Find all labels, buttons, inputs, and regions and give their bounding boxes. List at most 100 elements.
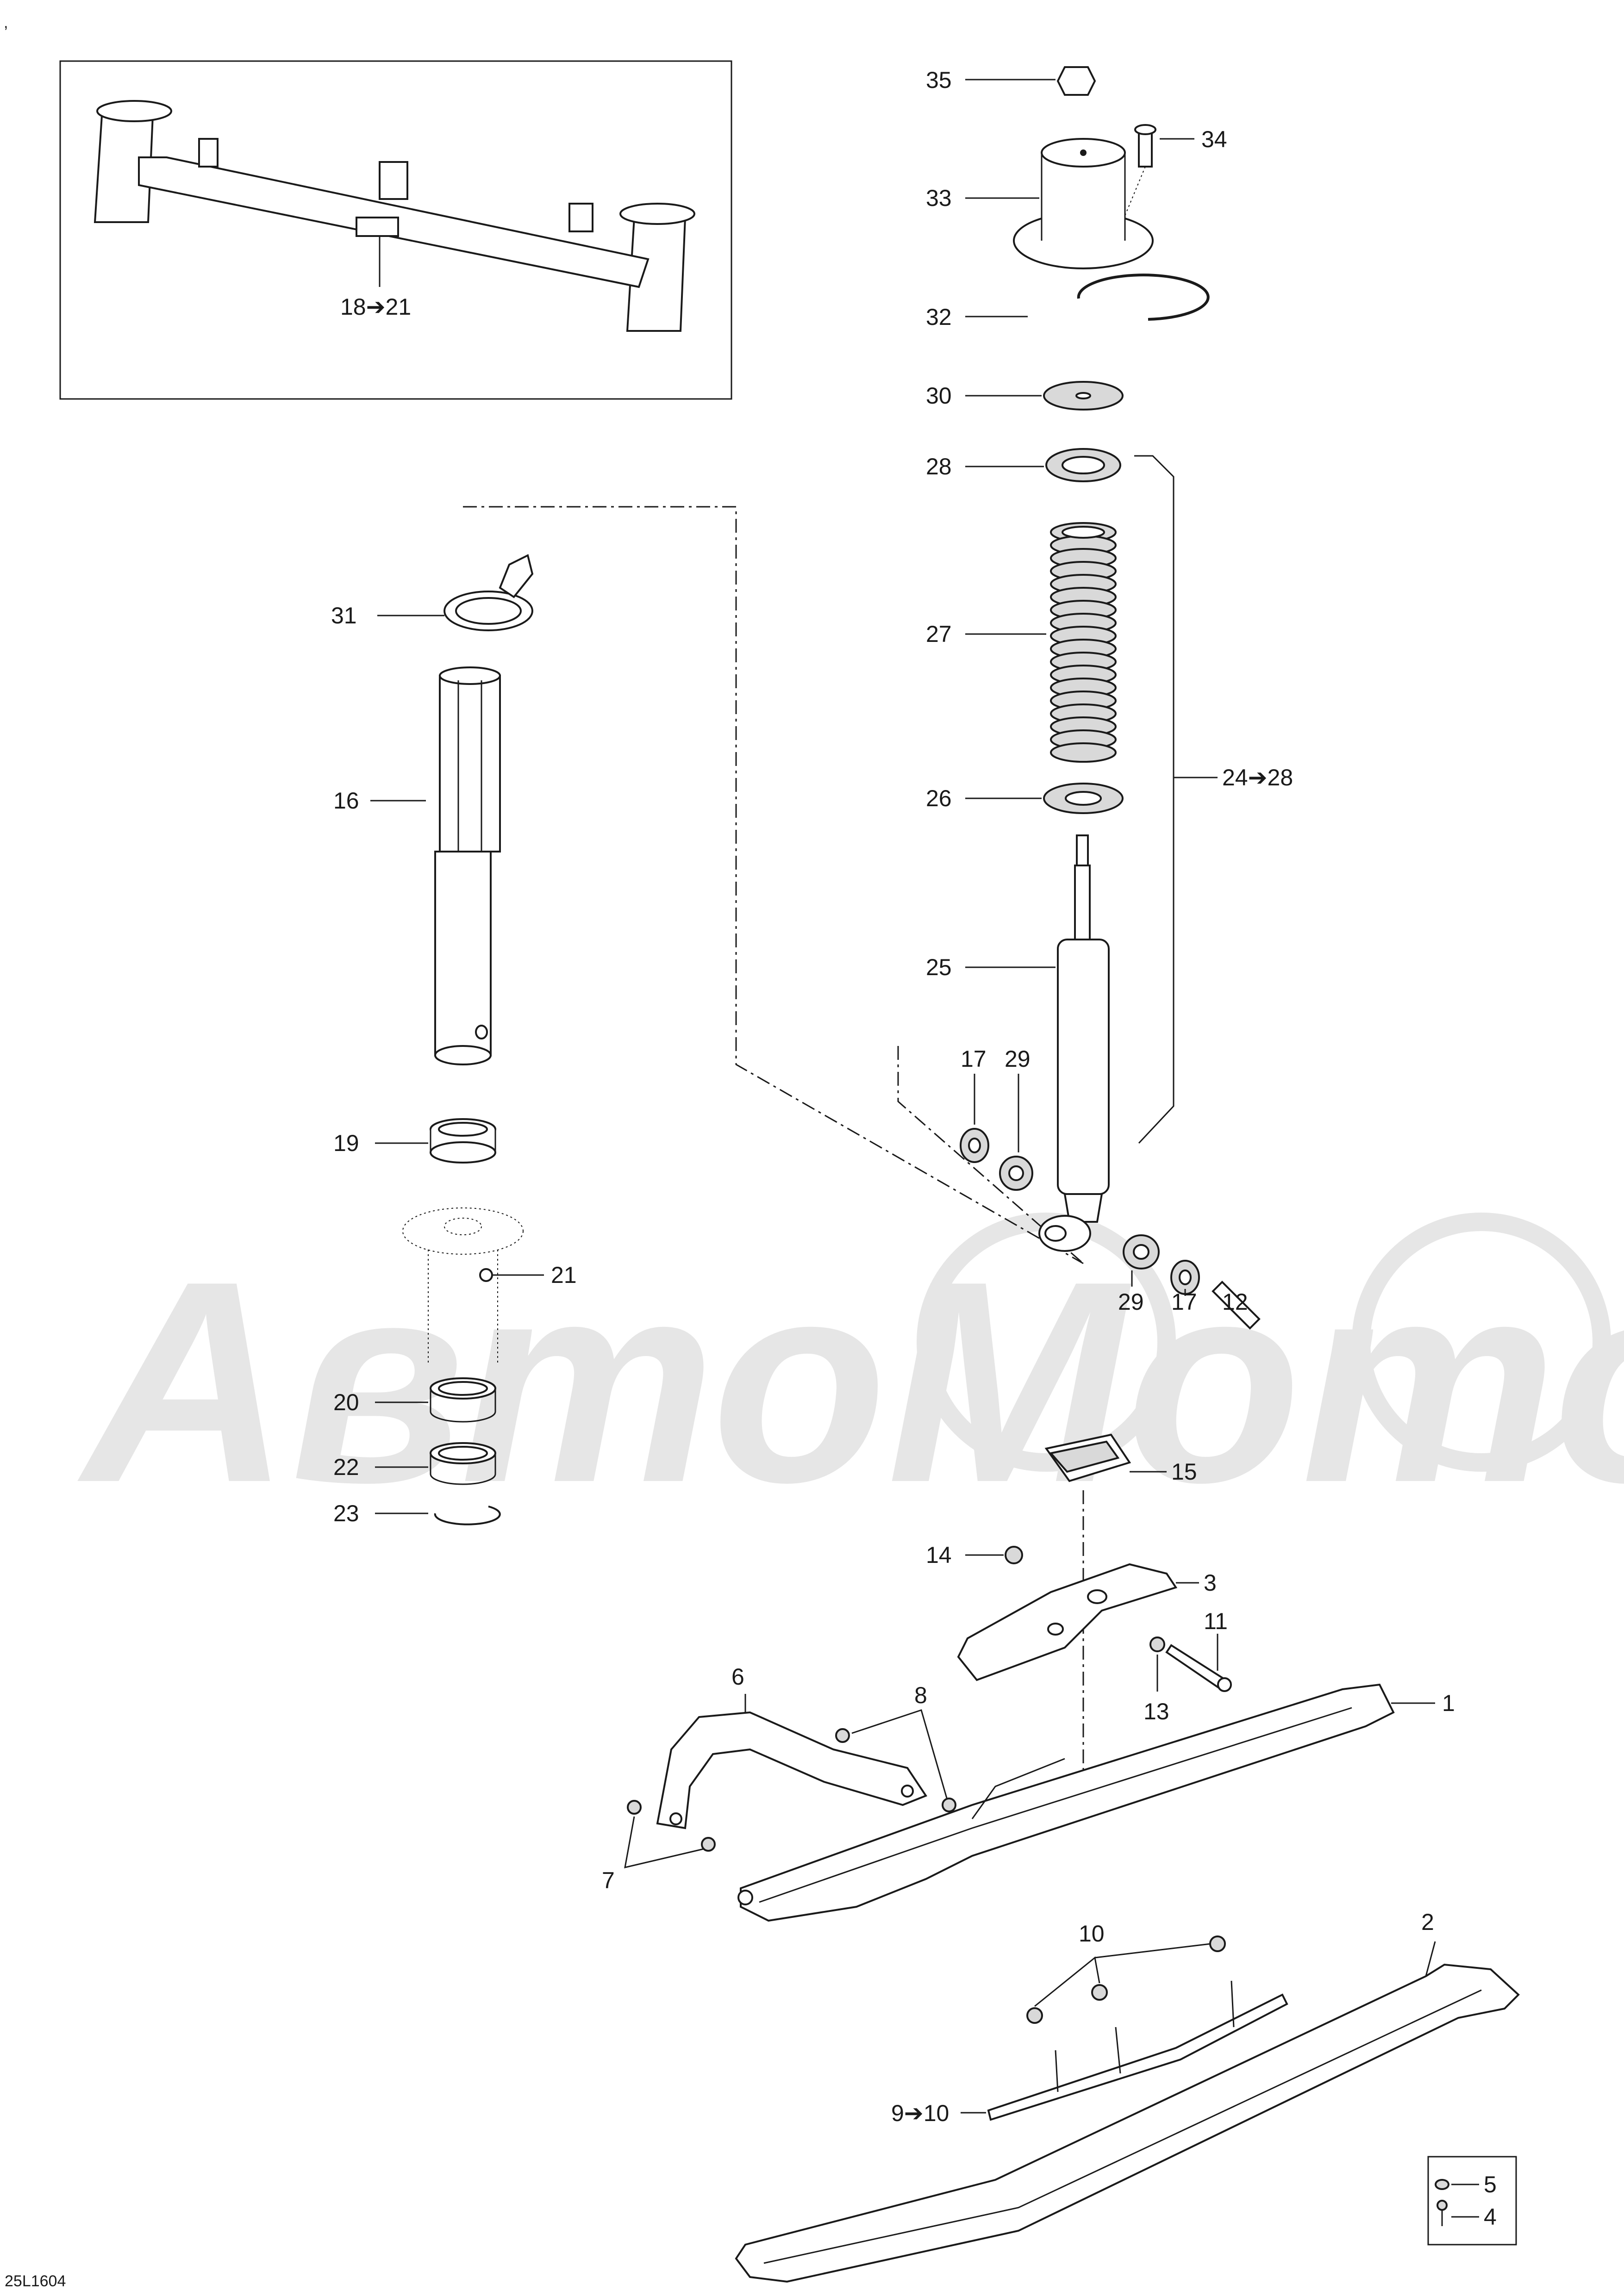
callout-25: 25 [926,954,952,980]
left-housing-top [96,100,172,122]
alignment-line [897,1046,1084,1264]
part-7-nut [701,1837,716,1852]
spring-top-opening [1062,526,1105,539]
callout-11: 11 [1204,1608,1228,1634]
part-10-nut [1091,1984,1108,2001]
callout-19: 19 [333,1130,359,1156]
part-5-clip [1435,2179,1449,2190]
part-4-screw-head [1437,2200,1448,2211]
part-35-nut [1056,66,1096,96]
part-34-bolt [1134,124,1156,168]
callout-12: 12 [1222,1289,1248,1315]
part-33-top-mount [1013,138,1154,269]
callout-28: 28 [926,454,952,479]
part-29-bushing-lower [1123,1234,1160,1269]
watermark-wheel [1352,1213,1611,1472]
callout-3: 3 [1204,1570,1217,1596]
callout-31: 31 [331,603,357,628]
callout-9-10: 9➔10 [891,2100,949,2126]
part-3-ski-saddle [957,1563,1178,1681]
part-15-wear-pad [1044,1433,1131,1482]
part-25-shock-absorber [1038,834,1110,1252]
part-20-bushing [430,1377,496,1423]
callout-27: 27 [926,621,952,647]
part-19-bushing [430,1118,496,1164]
callout-34: 34 [1201,126,1227,152]
frame-flange [402,1207,524,1365]
callout-29-lower: 29 [1118,1289,1144,1315]
callout-23: 23 [333,1500,359,1526]
part-1-ski [737,1683,1395,1922]
bracket [198,138,219,168]
part-9-carbide-runner [987,1980,1288,2121]
part-22-bushing [430,1442,496,1485]
callout-8: 8 [914,1682,927,1708]
part-23-circlip [434,1506,501,1525]
part-7-nut [627,1800,642,1815]
part-30-washer [1043,381,1124,411]
drawing-code: 25L1604 [5,2272,66,2290]
ski-assembly: 15 14 3 13 11 1 [602,1433,1520,2283]
callout-26: 26 [926,785,952,811]
callout-29-upper: 29 [1005,1046,1031,1072]
callout-13: 13 [1143,1699,1169,1724]
part-2-ski [735,1941,1520,2283]
part-11-bolt [1165,1644,1224,1688]
part-6-ski-loop [656,1711,928,1829]
bracket [568,203,593,232]
callout-21: 21 [551,1262,577,1288]
part-8-bolt [942,1798,956,1812]
part-17-washer-lower [1170,1260,1200,1295]
callout-17-lower: 17 [1171,1289,1197,1315]
watermark: АвтоМото [75,1213,1624,1542]
callout-6: 6 [731,1664,744,1690]
callout-2: 2 [1421,1909,1434,1935]
leader-line [624,1816,704,1868]
group-bracket [1134,455,1174,1144]
callout-18-21: 18➔21 [340,294,411,320]
right-housing-top [619,203,695,225]
leader-line [1034,1956,1100,2007]
alignment-line [463,506,1084,1264]
mount-bracket [356,217,399,237]
callout-16: 16 [333,788,359,814]
callout-4: 4 [1484,2204,1497,2230]
part-17-washer [960,1128,989,1163]
part-8-bolt [835,1728,850,1743]
callout-30: 30 [926,383,952,409]
callout-5: 5 [1484,2172,1497,2197]
callout-22: 22 [333,1454,359,1480]
callout-35: 35 [926,67,952,93]
frame-inset: 18➔21 [59,60,732,400]
spring-coil [1050,742,1117,763]
part-28-spring-retainer [1045,448,1121,482]
part-29-bushing [999,1156,1033,1191]
part-32-retaining-ring [1077,274,1210,321]
callout-33: 33 [926,185,952,211]
leader-line [851,1709,948,1798]
part-12-pin [1212,1281,1261,1330]
legend-box [1427,2156,1517,2246]
inset-border [59,60,732,400]
callout-24-28: 24➔28 [1222,765,1293,790]
callout-20: 20 [333,1389,359,1415]
part-26-spring-seat [1043,783,1124,814]
callout-14: 14 [926,1542,952,1568]
part-10-nut [1026,2007,1043,2024]
part-10-nut [1209,1935,1226,1952]
spindle-stack: 31 16 19 [331,554,577,1526]
part-13-washer [1149,1636,1165,1652]
callout-10: 10 [1079,1921,1105,1947]
part-11-bolt-head [1217,1677,1232,1692]
shock-stack: 35 34 33 32 30 [926,66,1293,1330]
callout-17-upper: 17 [961,1046,987,1072]
front-frame-assembly [94,100,695,332]
part-21-bolt [479,1268,493,1282]
part-27-spring [1050,522,1117,763]
corner-mark: , [4,14,8,31]
assembly-line [1120,166,1146,227]
part-31-steering-arm [443,554,534,631]
callout-15: 15 [1171,1459,1197,1485]
part-14-nut [1005,1546,1023,1564]
